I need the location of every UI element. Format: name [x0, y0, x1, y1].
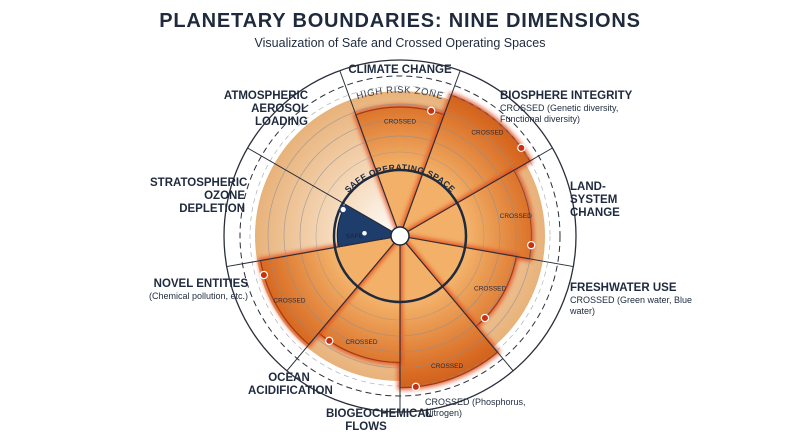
spoke: [407, 147, 553, 232]
spoke: [247, 147, 393, 232]
label-biogeochemical-flows-sub: CROSSED (Phosphorus, Nitrogen): [425, 397, 526, 418]
crossed-label-land: CROSSED: [500, 213, 532, 220]
spoke: [402, 70, 461, 228]
marker-climate: [427, 106, 436, 116]
crossed-label-climate: CROSSED: [384, 119, 416, 126]
crossed-label-freshwater: CROSSED: [474, 286, 506, 293]
marker-ocean: [325, 336, 334, 346]
marker-novel: [259, 270, 269, 280]
crossed-label-novel: CROSSED: [273, 297, 305, 304]
safe-operating-boundary: [332, 168, 468, 304]
label-atmospheric-aerosol: ATMOSPHERIC AEROSOL LOADING: [223, 90, 308, 128]
page-subtitle: Visualization of Safe and Crossed Operat…: [254, 36, 546, 50]
marker-ozone: [338, 205, 348, 214]
marker-land: [526, 240, 536, 250]
marker-biogeochemical: [411, 382, 421, 392]
spoke: [408, 237, 574, 268]
crossed-label-ocean: CROSSED: [345, 339, 377, 346]
center-hub: [390, 226, 410, 246]
safe-label-ozone: SAFE: [346, 233, 364, 240]
spoke: [405, 242, 514, 372]
spoke: [339, 70, 398, 228]
label-land-system-change: LAND-SYSTEM CHANGE: [570, 181, 620, 219]
label-climate-change: CLIMATE CHANGE: [348, 64, 452, 76]
label-stratospheric-ozone: STRATOSPHERIC OZONE DEPLETION: [150, 177, 248, 215]
label-ocean-acidification: OCEAN ACIDIFICATION: [248, 372, 333, 397]
spoke: [286, 242, 395, 372]
label-freshwater-use: FRESHWATER USE CROSSED (Green water, Blu…: [570, 282, 693, 316]
crossed-label-biogeochemical: CROSSED: [431, 363, 463, 370]
page-title: PLANETARY BOUNDARIES: NINE DIMENSIONS: [159, 10, 641, 32]
spoke: [226, 237, 392, 268]
label-biogeochemical-flows: BIOGEOCHEMICAL FLOWS: [326, 408, 433, 433]
marker-ozone-inner: [360, 229, 369, 237]
label-novel-entities: NOVEL ENTITIES (Chemical pollution, etc.…: [148, 278, 248, 301]
marker-freshwater: [480, 313, 490, 323]
marker-biosphere: [517, 143, 526, 153]
label-biosphere-integrity: BIOSPHERE INTEGRITY CROSSED (Genetic div…: [500, 90, 633, 124]
crossed-label-biosphere: CROSSED: [471, 129, 503, 136]
